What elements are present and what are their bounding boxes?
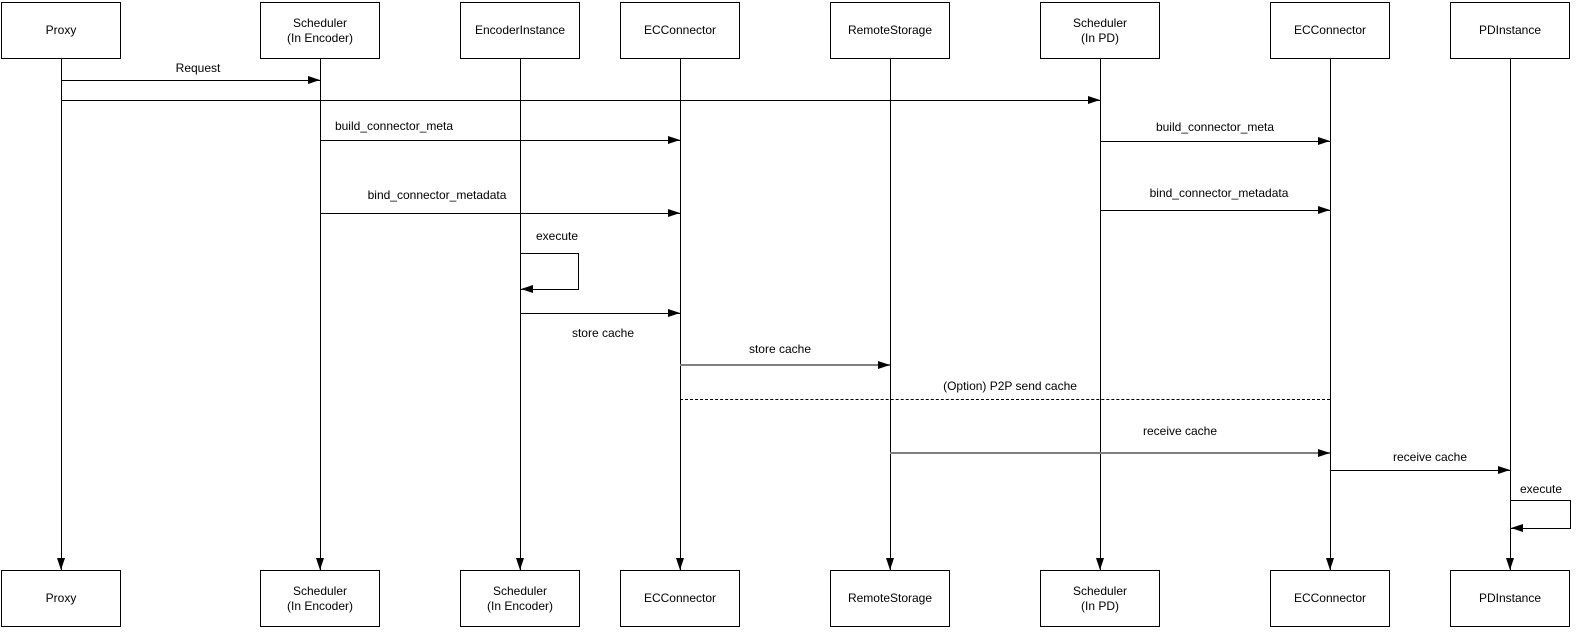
message-line-build-connector-meta-enc (320, 140, 680, 141)
message-label-receive-cache-pd: receive cache (1392, 450, 1468, 464)
arrowhead-right-icon (1498, 466, 1510, 474)
self-message-label-execute-pd: execute (1519, 482, 1563, 496)
message-line-build-connector-meta-pd (1100, 141, 1330, 142)
message-line-receive-cache-pd (1330, 470, 1510, 471)
participant-label-line: Proxy (45, 23, 77, 37)
participant-bottom-ec-connector-pd: ECConnector (1270, 570, 1390, 627)
message-label-request: Request (175, 61, 221, 75)
arrowhead-right-icon (668, 309, 680, 317)
message-label-build-connector-meta-pd: build_connector_meta (1155, 120, 1275, 134)
participant-top-pd-instance: PDInstance (1450, 2, 1570, 59)
participant-bottom-encoder-instance: Scheduler(In Encoder) (460, 570, 580, 627)
participant-bottom-ec-connector-encoder: ECConnector (620, 570, 740, 627)
arrowhead-left-icon (1511, 524, 1523, 532)
participant-label-line: Scheduler (492, 583, 548, 598)
message-line-store-cache-remote (680, 364, 890, 366)
arrowhead-right-icon (1318, 137, 1330, 145)
participant-label-line: Scheduler (1072, 15, 1128, 30)
arrowhead-right-icon (1318, 449, 1330, 457)
participant-top-remote-storage: RemoteStorage (830, 2, 950, 59)
arrowhead-down-icon (1326, 558, 1334, 570)
message-label-bind-connector-metadata-enc: bind_connector_metadata (367, 188, 507, 202)
participant-label-line: (In PD) (1080, 598, 1119, 613)
participant-label-line: EncoderInstance (474, 23, 566, 37)
message-label-receive-cache-remote: receive cache (1142, 424, 1218, 438)
arrowhead-down-icon (1096, 558, 1104, 570)
participant-label-line: Scheduler (292, 583, 348, 598)
participant-label-line: (In Encoder) (286, 30, 354, 45)
participant-bottom-pd-instance: PDInstance (1450, 570, 1570, 627)
participant-label-line: ECConnector (643, 23, 717, 37)
participant-label-line: ECConnector (1293, 23, 1367, 37)
self-message-label-execute-encoder: execute (535, 229, 579, 243)
participant-label-line: Scheduler (292, 15, 348, 30)
participant-bottom-scheduler-in-pd: Scheduler(In PD) (1040, 570, 1160, 627)
participant-top-proxy: Proxy (1, 2, 121, 59)
arrowhead-down-icon (1506, 558, 1514, 570)
message-line-bind-connector-metadata-enc (320, 213, 680, 214)
message-label-bind-connector-metadata-pd: bind_connector_metadata (1149, 186, 1289, 200)
lifeline-remote-storage (890, 59, 891, 570)
lifeline-proxy (61, 59, 62, 570)
message-line-proxy-to-scheduler-pd (61, 100, 1100, 101)
participant-label-line: RemoteStorage (847, 591, 933, 605)
message-line-p2p-send-cache (680, 399, 1330, 400)
participant-label-line: ECConnector (1293, 591, 1367, 605)
participant-label-line: (In Encoder) (486, 598, 554, 613)
message-label-encoder-to-connector: store cache (571, 326, 635, 340)
arrowhead-down-icon (676, 558, 684, 570)
arrowhead-right-icon (1088, 96, 1100, 104)
message-label-store-cache-remote: store cache (748, 342, 812, 356)
participant-label-line: PDInstance (1478, 591, 1542, 605)
message-line-bind-connector-metadata-pd (1100, 210, 1330, 211)
arrowhead-down-icon (316, 558, 324, 570)
participant-label-line: (In PD) (1080, 30, 1119, 45)
arrowhead-right-icon (1318, 206, 1330, 214)
participant-bottom-proxy: Proxy (1, 570, 121, 627)
arrowhead-right-icon (878, 361, 890, 369)
message-label-p2p-send-cache: (Option) P2P send cache (943, 379, 1077, 393)
lifeline-ec-connector-pd (1330, 59, 1331, 570)
participant-top-scheduler-in-encoder: Scheduler(In Encoder) (260, 2, 380, 59)
lifeline-ec-connector-encoder (680, 59, 681, 570)
participant-top-scheduler-in-pd: Scheduler(In PD) (1040, 2, 1160, 59)
participant-top-ec-connector-pd: ECConnector (1270, 2, 1390, 59)
participant-label-line: ECConnector (643, 591, 717, 605)
message-line-receive-cache-remote (890, 452, 1330, 454)
message-line-request (61, 80, 320, 81)
participant-label-line: Scheduler (1072, 583, 1128, 598)
arrowhead-down-icon (516, 558, 524, 570)
arrowhead-down-icon (57, 558, 65, 570)
message-label-build-connector-meta-enc: build_connector_meta (334, 119, 454, 133)
lifeline-scheduler-in-encoder (320, 59, 321, 570)
arrowhead-right-icon (668, 136, 680, 144)
participant-top-ec-connector-encoder: ECConnector (620, 2, 740, 59)
participant-bottom-scheduler-in-encoder: Scheduler(In Encoder) (260, 570, 380, 627)
participant-label-line: PDInstance (1478, 23, 1542, 37)
participant-label-line: RemoteStorage (847, 23, 933, 37)
self-message-execute-encoder (521, 253, 579, 290)
participant-top-encoder-instance: EncoderInstance (460, 2, 580, 59)
self-message-execute-pd (1511, 500, 1571, 529)
lifeline-scheduler-in-pd (1100, 59, 1101, 570)
participant-label-line: Proxy (45, 591, 77, 605)
participant-bottom-remote-storage: RemoteStorage (830, 570, 950, 627)
lifeline-encoder-instance (520, 59, 521, 570)
lifeline-pd-instance (1510, 59, 1511, 570)
arrowhead-right-icon (668, 209, 680, 217)
arrowhead-right-icon (308, 76, 320, 84)
arrowhead-left-icon (521, 285, 533, 293)
participant-label-line: (In Encoder) (286, 598, 354, 613)
arrowhead-down-icon (886, 558, 894, 570)
message-line-encoder-to-connector (520, 313, 680, 314)
